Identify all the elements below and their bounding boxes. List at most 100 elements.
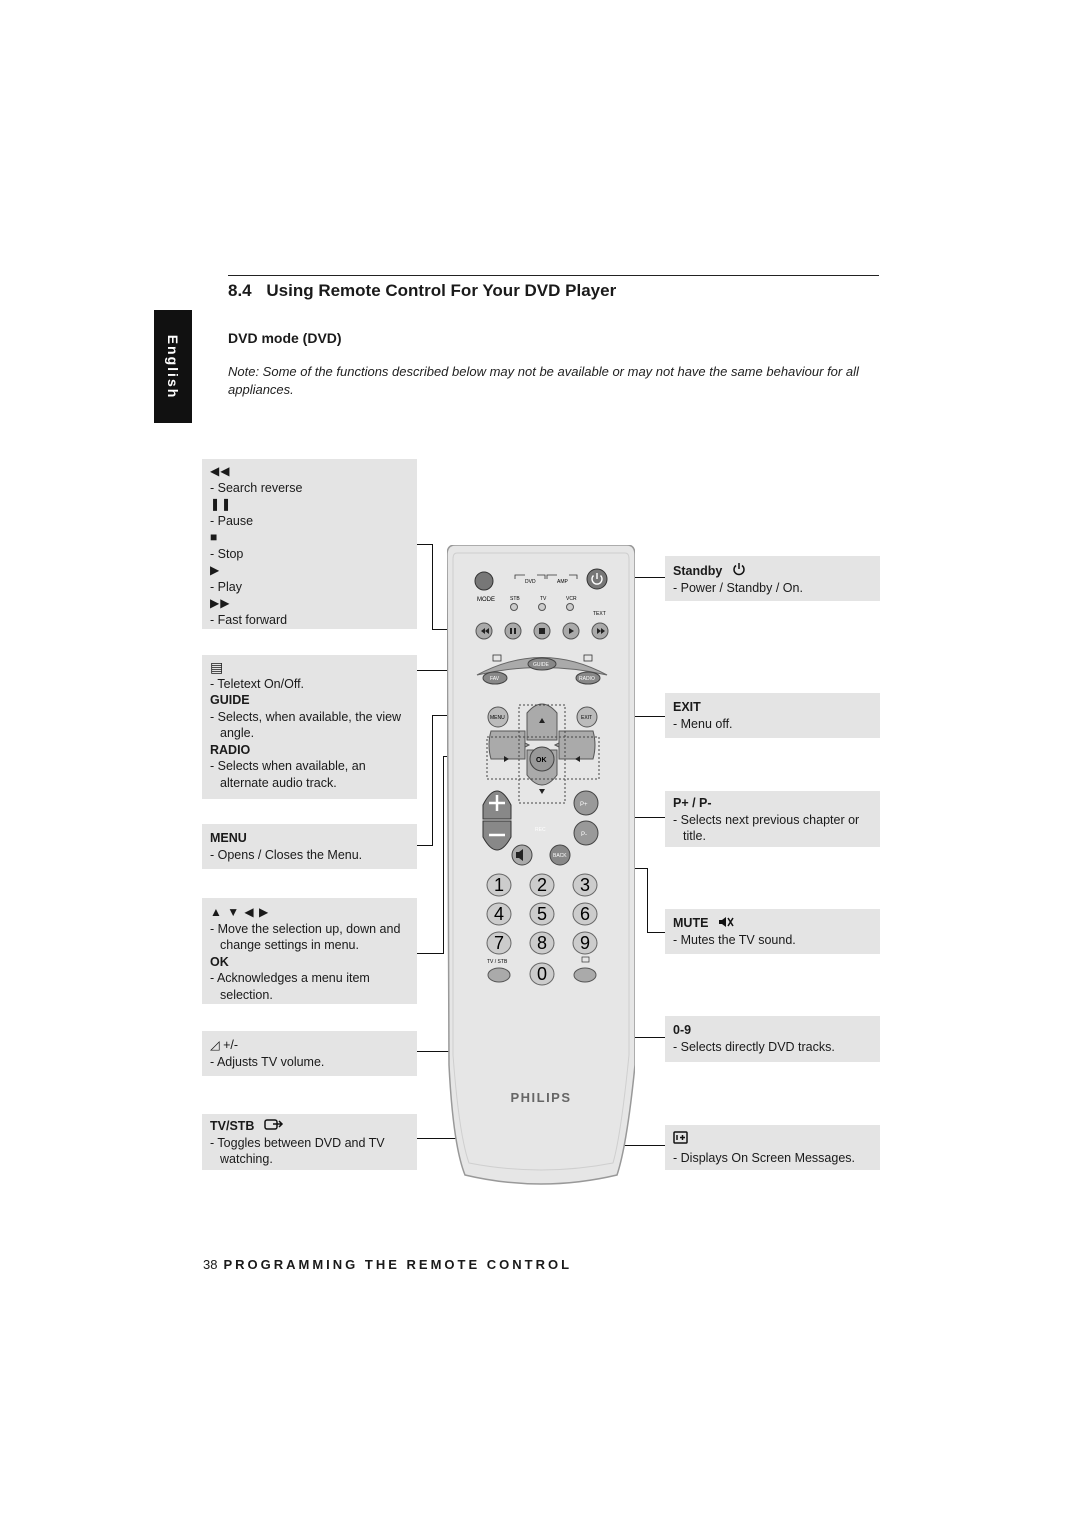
language-tab-label: English (165, 334, 181, 399)
osd-box: - Displays On Screen Messages. (665, 1125, 880, 1170)
exit-desc: - Menu off. (673, 716, 733, 731)
digits-box: 0-9 - Selects directly DVD tracks. (665, 1016, 880, 1062)
play-desc: - Play (210, 579, 242, 594)
menu-box: MENU - Opens / Closes the Menu. (202, 824, 417, 869)
subtitle: DVD mode (DVD) (228, 330, 342, 346)
exit-button[interactable] (576, 706, 598, 728)
remote-control: MODE DVD AMP STB TV VCR TEXT GUIDE FAV R… (447, 545, 635, 1185)
guide-button[interactable] (527, 657, 557, 671)
program-buttons[interactable]: P+ P- (573, 790, 599, 846)
header-rule (228, 275, 879, 276)
navigation-box: ▲ ▼ ◀ ▶ - Move the selection up, down an… (202, 898, 417, 1004)
svg-text:5: 5 (537, 904, 547, 924)
section-title: 8.4 Using Remote Control For Your DVD Pl… (228, 281, 616, 301)
note: Note: Some of the functions described be… (228, 364, 859, 397)
svg-text:OK: OK (536, 757, 547, 764)
arrows-icon: ▲ ▼ ◀ ▶ (210, 905, 270, 919)
svg-text:TV / STB: TV / STB (487, 959, 508, 965)
stop-icon: ■ (210, 530, 219, 544)
program-box: P+ / P- - Selects next previous chapter … (665, 791, 880, 847)
mute-desc: - Mutes the TV sound. (673, 932, 796, 947)
osd-button[interactable] (573, 967, 597, 983)
svg-text:STB: STB (510, 596, 520, 602)
standby-desc: - Power / Standby / On. (673, 580, 803, 595)
standby-box: Standby - Power / Standby / On. (665, 556, 880, 601)
rewind-icon: ◀◀ (210, 464, 231, 478)
svg-text:7: 7 (494, 933, 504, 953)
svg-text:TEXT: TEXT (593, 611, 606, 617)
radio-label: RADIO (210, 742, 251, 757)
tvstb-box: TV/STB - Toggles between DVD and TV watc… (202, 1114, 417, 1170)
navigation-pad[interactable]: OK (488, 703, 596, 794)
volume-desc: - Adjusts TV volume. (210, 1054, 325, 1069)
tvstb-label: TV/STB (210, 1119, 255, 1133)
mute-icon (718, 917, 734, 927)
svg-text:FAV: FAV (490, 676, 500, 682)
tvstb-button[interactable] (487, 967, 511, 983)
standby-label: Standby (673, 564, 723, 578)
svg-text:AMP: AMP (557, 579, 569, 585)
menu-button[interactable] (487, 706, 509, 728)
svg-text:P-: P- (581, 832, 587, 838)
guide-desc: - Selects, when available, the view angl… (210, 709, 402, 741)
mode-label: MODE (477, 597, 495, 603)
svg-text:MENU: MENU (490, 715, 505, 721)
stop-desc: - Stop (210, 546, 244, 561)
exit-box: EXIT - Menu off. (665, 693, 880, 738)
volume-box: ◿ +/- - Adjusts TV volume. (202, 1031, 417, 1076)
svg-text:3: 3 (580, 875, 590, 895)
radio-desc: - Selects when available, an alternate a… (210, 759, 366, 790)
svg-text:DVD: DVD (525, 579, 536, 585)
ok-button (529, 746, 555, 772)
search-reverse-desc: - Search reverse (210, 480, 303, 495)
back-button[interactable] (549, 844, 571, 866)
brand-logo: PHILIPS (510, 1090, 571, 1105)
transport-buttons[interactable] (475, 622, 609, 640)
svg-text:TV: TV (540, 596, 547, 602)
mute-box: MUTE - Mutes the TV sound. (665, 909, 880, 954)
teletext-box: ▤ - Teletext On/Off. GUIDE - Selects, wh… (202, 655, 417, 799)
volume-buttons[interactable] (482, 790, 512, 851)
svg-text:VCR: VCR (566, 596, 577, 602)
guide-label: GUIDE (210, 693, 250, 707)
power-icon (733, 563, 745, 576)
section-number: 8.4 (228, 281, 252, 300)
svg-text:BACK: BACK (553, 853, 567, 859)
ok-desc: - Acknowledges a menu item selection. (210, 971, 370, 1002)
tvstb-desc: - Toggles between DVD and TV watching. (210, 1135, 385, 1167)
pause-icon: ❚❚ (210, 497, 233, 511)
digits-label: 0-9 (673, 1023, 692, 1037)
mode-button[interactable] (474, 571, 494, 591)
svg-text:6: 6 (580, 904, 590, 924)
section-title-text: Using Remote Control For Your DVD Player (266, 281, 617, 300)
svg-text:4: 4 (494, 904, 504, 924)
play-icon: ▶ (210, 563, 221, 577)
teletext-desc: - Teletext On/Off. (210, 676, 305, 691)
tvstb-icon (264, 1119, 283, 1130)
svg-text:GUIDE: GUIDE (533, 662, 550, 668)
osd-desc: - Displays On Screen Messages. (673, 1150, 856, 1165)
svg-text:8: 8 (537, 933, 547, 953)
digits-desc: - Selects directly DVD tracks. (673, 1039, 835, 1054)
language-tab: English (154, 310, 192, 423)
teletext-icon: ▤ (210, 659, 225, 675)
svg-text:2: 2 (537, 875, 547, 895)
fav-button[interactable] (482, 671, 508, 685)
fast-forward-icon: ▶▶ (210, 596, 231, 610)
svg-text:1: 1 (494, 875, 504, 895)
osd-icon (673, 1131, 688, 1144)
digit-buttons[interactable]: 1 2 3 4 5 6 7 8 9 0 (486, 873, 598, 986)
mute-label: MUTE (673, 916, 709, 930)
radio-button[interactable] (575, 671, 601, 685)
menu-label: MENU (210, 831, 247, 845)
svg-text:9: 9 (580, 933, 590, 953)
svg-text:P+: P+ (580, 802, 588, 808)
program-label: P+ / P- (673, 796, 712, 810)
exit-label: EXIT (673, 700, 701, 714)
fast-forward-desc: - Fast forward (210, 612, 288, 627)
navigation-desc: - Move the selection up, down and change… (210, 921, 401, 953)
ok-label: OK (210, 954, 229, 969)
program-desc: - Selects next previous chapter or title… (673, 812, 860, 844)
svg-text:RADIO: RADIO (579, 676, 595, 682)
